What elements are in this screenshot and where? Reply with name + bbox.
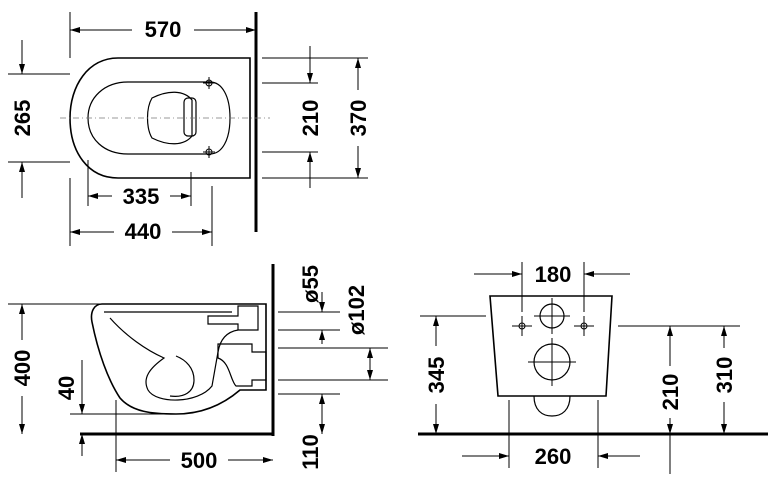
side-view-trap (169, 355, 195, 397)
top-view-fixing-hole-lower (203, 146, 215, 158)
dim-d102: ø102 (278, 285, 388, 381)
side-view-outlet (217, 343, 267, 387)
dim-210-top: 210 (262, 46, 323, 188)
top-view: 570 265 210 (8, 12, 372, 246)
dim-310: 310 (680, 325, 740, 434)
dim-210-rear-label: 210 (658, 374, 683, 411)
dim-260: 260 (462, 400, 640, 469)
top-view-rim-opening (87, 81, 231, 155)
dim-345: 345 (420, 315, 486, 434)
rear-view-bolt-right (574, 316, 594, 336)
top-view-inlet-block (183, 97, 197, 137)
dim-335-label: 335 (123, 184, 160, 209)
rear-view-bolt-left (512, 316, 532, 336)
dim-440: 440 (69, 178, 213, 246)
dim-210-top-label: 210 (298, 100, 323, 137)
dim-180: 180 (474, 262, 630, 312)
rear-view-body (489, 295, 613, 397)
dim-d55: ø55 (278, 265, 340, 344)
dim-40: 40 (54, 360, 176, 456)
side-view: 400 40 500 ø55 (8, 264, 388, 473)
dim-310-label: 310 (712, 357, 737, 394)
dim-370-label: 370 (346, 100, 371, 137)
side-view-inlet (207, 305, 259, 331)
top-view-fixing-hole-upper (203, 77, 215, 89)
dim-110: 110 (278, 393, 340, 470)
dim-500-label: 500 (181, 448, 218, 473)
side-view-bowl-body (90, 303, 267, 415)
dim-265-label: 265 (10, 100, 35, 137)
dim-400-label: 400 (10, 350, 35, 387)
rear-view-inlet (534, 298, 570, 334)
dim-265: 265 (8, 40, 70, 198)
dim-570-label: 570 (145, 17, 182, 42)
rear-view-outlet (528, 338, 576, 386)
dim-210-rear: 210 (618, 325, 684, 474)
dim-400: 400 (8, 303, 100, 434)
rear-view-foot (533, 395, 571, 417)
dim-335: 335 (87, 160, 192, 209)
dim-180-label: 180 (535, 262, 572, 287)
dim-260-label: 260 (535, 444, 572, 469)
dim-d102-label: ø102 (344, 285, 369, 335)
dim-40-label: 40 (54, 376, 79, 400)
top-view-flush-detail (146, 91, 193, 145)
dim-440-label: 440 (125, 219, 162, 244)
dim-d55-label: ø55 (298, 265, 323, 303)
dim-570: 570 (69, 12, 256, 58)
dim-370: 370 (262, 57, 372, 179)
dim-110-label: 110 (298, 434, 323, 470)
dim-345-label: 345 (424, 357, 449, 394)
dim-500: 500 (115, 400, 273, 473)
rear-view: 180 345 210 310 (418, 262, 768, 474)
